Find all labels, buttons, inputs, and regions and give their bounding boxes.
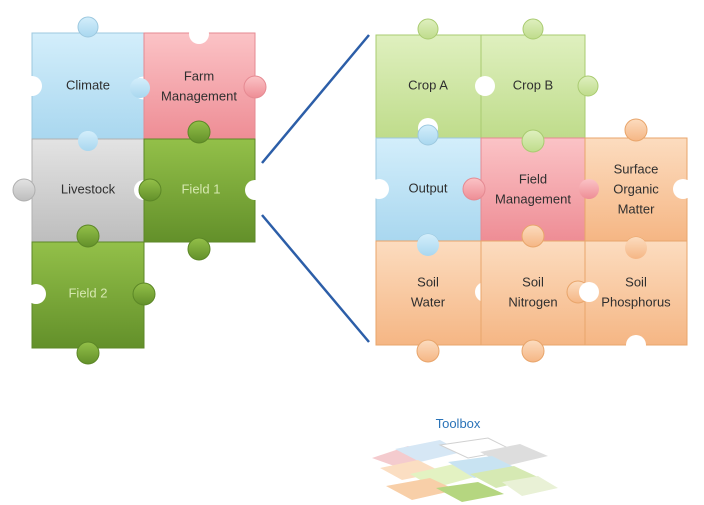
label-livestock: Livestock [61,181,116,196]
puzzle-piece-soil-nitrogen [480,224,590,363]
label-soil-phosphorus-line2: Phosphorus [601,294,671,309]
toolbox: Toolbox [372,416,558,502]
puzzle-piece-field-1 [138,120,265,261]
label-soil-nitrogen-line1: Soil [522,274,544,289]
label-surface-organic-line3: Matter [618,201,656,216]
right-puzzle-group: Crop A Crop B Output Field Management Su… [369,18,693,363]
puzzle-piece-field-management [462,129,586,246]
puzzle-piece-soil-water [375,234,495,363]
puzzle-piece-soil-phosphorus [579,237,688,355]
connector-line-bottom [261,214,370,343]
left-puzzle-group: Climate Farm Management Livestock Field … [12,16,267,365]
toolbox-label: Toolbox [436,416,481,431]
label-soil-phosphorus-line1: Soil [625,274,647,289]
label-soil-nitrogen-line2: Nitrogen [508,294,557,309]
label-field-management-line2: Management [495,191,571,206]
label-surface-organic-line1: Surface [614,161,659,176]
label-farm-management-line1: Farm [184,68,214,83]
toolbox-pieces-pile [372,437,558,502]
label-soil-water-line2: Water [411,294,446,309]
label-output: Output [408,180,447,195]
label-climate: Climate [66,77,110,92]
puzzle-piece-field-2 [26,224,156,365]
label-crop-a: Crop A [408,77,448,92]
connector-line-top [261,34,370,164]
label-farm-management-line2: Management [161,88,237,103]
label-field-2: Field 2 [68,285,107,300]
label-surface-organic-line2: Organic [613,181,659,196]
label-soil-water-line1: Soil [417,274,439,289]
label-crop-b: Crop B [513,77,553,92]
label-field-1: Field 1 [181,181,220,196]
label-field-management-line1: Field [519,171,547,186]
